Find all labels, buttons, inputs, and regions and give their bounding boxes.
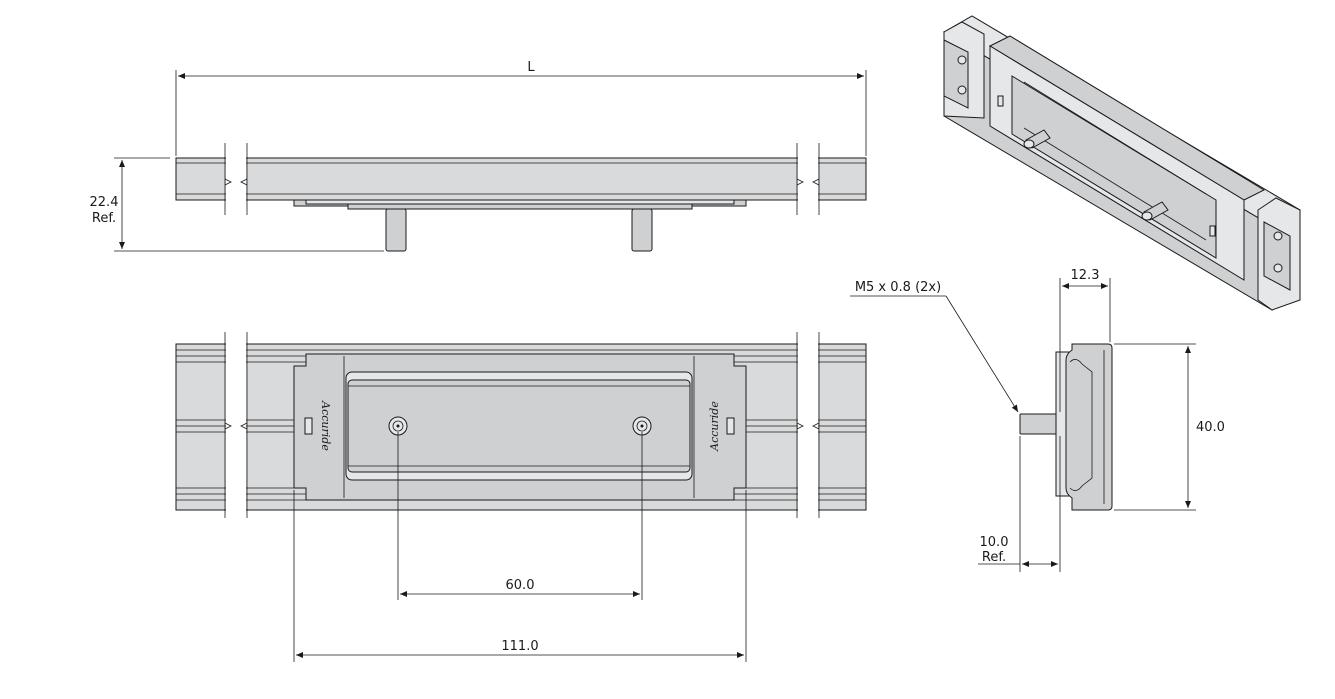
end-view: 12.3 40.0 10.0 Ref. M5 x 0.8 (2x) <box>850 268 1225 572</box>
dim-pin-ref: Ref. <box>982 550 1006 565</box>
rail-side <box>175 157 867 201</box>
isometric-view <box>943 15 1301 311</box>
dim-pin-length-label: 10.0 <box>980 535 1009 550</box>
brand-logo-left: Accuride <box>319 400 332 451</box>
dim-length-label: L <box>527 60 535 75</box>
brand-logo-right: Accuride <box>708 401 721 452</box>
pin-left <box>385 208 407 252</box>
thread-callout-label: M5 x 0.8 (2x) <box>855 280 941 295</box>
carriage-plan: Accuride Accuride <box>293 353 747 501</box>
dim-hole-spacing-label: 60.0 <box>506 578 535 593</box>
end-pin <box>1019 413 1061 435</box>
dim-height-ref: Ref. <box>92 211 116 226</box>
dim-carriage-depth-label: 12.3 <box>1071 268 1100 283</box>
dim-carriage-width-label: 40.0 <box>1196 420 1225 435</box>
pin-right <box>631 208 653 252</box>
dim-height-label: 22.4 <box>90 195 119 210</box>
plan-view: Accuride Accuride 60.0 111.0 <box>175 330 867 662</box>
dim-carriage-length-label: 111.0 <box>501 639 538 654</box>
side-view: L 22.4 Ref. <box>90 60 867 252</box>
